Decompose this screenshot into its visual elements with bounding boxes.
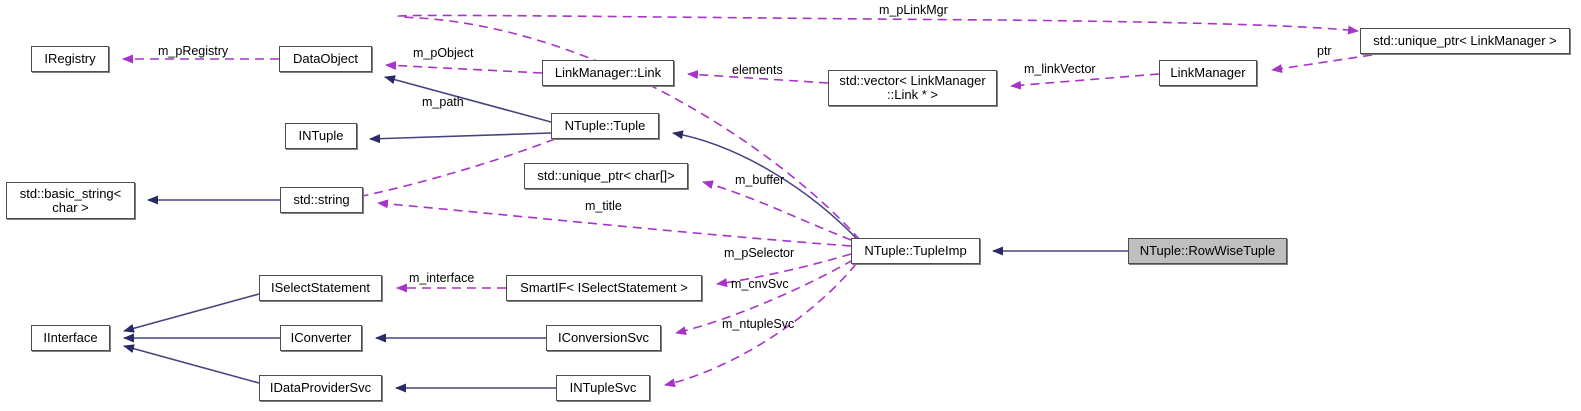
edge-label-elements: elements xyxy=(732,63,783,77)
edge-tupleimp-uniqueptrchar xyxy=(702,180,852,241)
edge-tupleimp-string-title xyxy=(377,199,852,247)
edge-label-m-interface: m_interface xyxy=(409,271,475,285)
edge-tuple-intuple xyxy=(369,132,552,144)
edge-iselectstatement-iinterface xyxy=(123,293,260,333)
node-intuplesvc[interactable]: INTupleSvc xyxy=(556,375,650,401)
node-std-vector-linkmanager-link-ptr[interactable]: std::vector< LinkManager ::Link * > xyxy=(828,70,997,106)
edge-tupleimp-intuplesvc xyxy=(664,263,857,388)
edge-link-dataobject xyxy=(385,61,543,74)
node-iconversionsvc[interactable]: IConversionSvc xyxy=(546,325,661,351)
node-iinterface[interactable]: IInterface xyxy=(31,325,110,351)
edge-label-ptr: ptr xyxy=(1317,44,1332,58)
node-std-unique-ptr-linkmanager[interactable]: std::unique_ptr< LinkManager > xyxy=(1360,28,1570,54)
edge-label-m-pselector: m_pSelector xyxy=(724,246,795,260)
edge-label-m-pobject: m_pObject xyxy=(413,46,474,60)
node-ntuple-rowwisetuple[interactable]: NTuple::RowWiseTuple xyxy=(1128,238,1287,264)
edge-uniqueptr-linkmanager xyxy=(1271,54,1373,73)
edge-label-m-pregistry: m_pRegistry xyxy=(158,44,229,58)
edge-label-m-plinkmgr: m_pLinkMgr xyxy=(879,3,948,17)
node-std-basic-string-char[interactable]: std::basic_string< char > xyxy=(6,182,135,219)
edge-tupleimp-iconversionsvc xyxy=(675,259,854,336)
node-smartif-iselectstatement[interactable]: SmartIF< ISelectStatement > xyxy=(506,275,702,301)
edge-tupleimp-smartif xyxy=(716,253,852,288)
edge-label-m-title: m_title xyxy=(585,199,622,213)
edge-tupleimp-tuple xyxy=(672,130,859,241)
edge-linkmanager-vector xyxy=(1010,73,1160,90)
edge-vector-link xyxy=(687,70,829,84)
edge-tupleimp-uniqueptrlm xyxy=(397,14,1359,241)
node-std-string[interactable]: std::string xyxy=(280,187,363,213)
edge-tuple-dataobject xyxy=(384,75,552,123)
edge-tuple-string-path xyxy=(342,138,556,203)
edge-label-m-buffer: m_buffer xyxy=(735,173,785,187)
node-iconverter[interactable]: IConverter xyxy=(280,325,362,351)
edge-label-m-cnvsvc: m_cnvSvc xyxy=(731,277,789,291)
node-linkmanager-link[interactable]: LinkManager::Link xyxy=(542,60,674,86)
node-ntuple-tupleimp[interactable]: NTuple::TupleImp xyxy=(851,238,980,264)
inheritance-edges xyxy=(123,75,1128,393)
edge-label-m-path: m_path xyxy=(422,95,464,109)
node-iselectstatement[interactable]: ISelectStatement xyxy=(259,275,382,301)
edge-label-m-linkvector: m_linkVector xyxy=(1024,62,1096,76)
node-idataprovidersvc[interactable]: IDataProviderSvc xyxy=(259,375,382,401)
node-linkmanager[interactable]: LinkManager xyxy=(1159,60,1257,86)
edge-idataprovidersvc-iinterface xyxy=(123,344,260,384)
usage-edges xyxy=(122,14,1373,388)
node-dataobject[interactable]: DataObject xyxy=(279,46,372,72)
node-iregistry[interactable]: IRegistry xyxy=(31,46,109,72)
edge-label-m-ntuplesvc: m_ntupleSvc xyxy=(722,317,795,331)
node-intuple[interactable]: INTuple xyxy=(285,123,357,149)
node-std-unique-ptr-char-array[interactable]: std::unique_ptr< char[]> xyxy=(524,163,688,189)
node-ntuple-tuple[interactable]: NTuple::Tuple xyxy=(551,113,659,139)
